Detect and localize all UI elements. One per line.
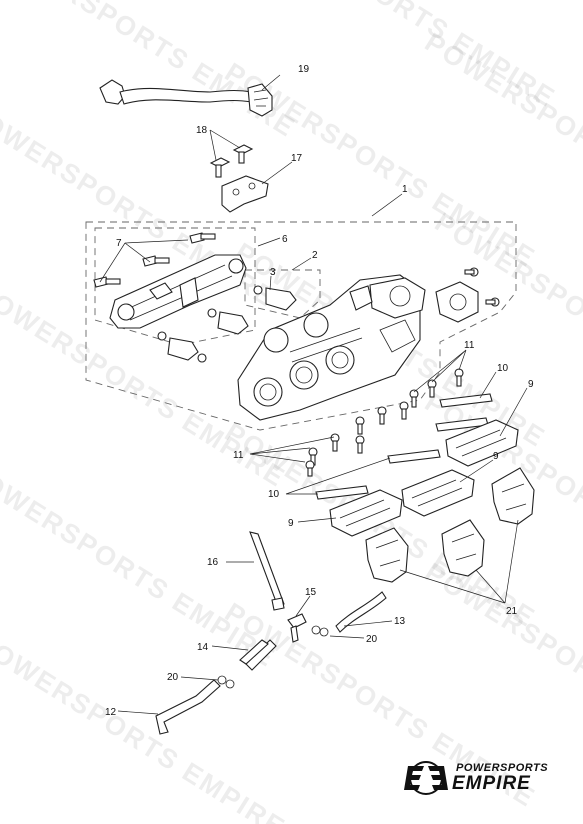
callout-7: 7 [116, 238, 122, 249]
fuel-rail-screws [93, 232, 216, 288]
callout-9c: 9 [288, 518, 294, 529]
brand-logo: POWERSPORTS EMPIRE [404, 758, 564, 798]
callout-10a: 10 [497, 363, 509, 374]
callout-3: 3 [270, 267, 276, 278]
logo-line-2: EMPIRE [452, 773, 531, 794]
callout-11a: 11 [464, 340, 475, 351]
intake-adapters-part [329, 419, 519, 537]
callout-15: 15 [305, 587, 317, 598]
clamps-part [315, 393, 493, 500]
callout-11b: 11 [233, 450, 244, 461]
fuel-rail-boundary [94, 227, 256, 346]
clip-upper-part [311, 625, 329, 637]
fuel-hose-part [99, 79, 273, 117]
hose-right-part [335, 591, 387, 633]
logo-line-1: POWERSPORTS [456, 762, 549, 774]
callout-9b: 9 [493, 451, 499, 462]
vent-tube-part [249, 531, 285, 611]
fuel-injectors-part [157, 285, 297, 363]
callout-9a: 9 [528, 379, 534, 390]
callout-10b: 10 [268, 489, 280, 500]
fuel-rail-part [109, 254, 247, 329]
sensor-part [435, 267, 500, 323]
callout-13: 13 [394, 616, 406, 627]
injector-boundary [244, 269, 321, 319]
t-connector-part [287, 613, 307, 643]
callout-20a: 20 [366, 634, 378, 645]
hose-lower-part [155, 679, 221, 735]
hose-middle-part [239, 639, 277, 671]
leader-lines [99, 74, 528, 715]
callout-18: 18 [196, 125, 208, 136]
callout-19: 19 [298, 64, 310, 75]
callout-20b: 20 [167, 672, 179, 683]
throttle-body-assembly-part [237, 274, 426, 421]
screws-set-part [305, 368, 464, 477]
callout-1: 1 [402, 184, 408, 195]
callout-6: 6 [282, 234, 288, 245]
callout-17: 17 [291, 153, 303, 164]
callout-21: 21 [506, 606, 518, 617]
intake-boots-part [365, 467, 535, 583]
callout-16: 16 [207, 557, 219, 568]
callout-12: 12 [105, 707, 117, 718]
bolt-pair-part [209, 144, 254, 178]
callout-2: 2 [312, 250, 318, 261]
callout-14: 14 [197, 642, 209, 653]
bracket-part [221, 175, 269, 213]
logo-mark-icon [404, 761, 448, 795]
